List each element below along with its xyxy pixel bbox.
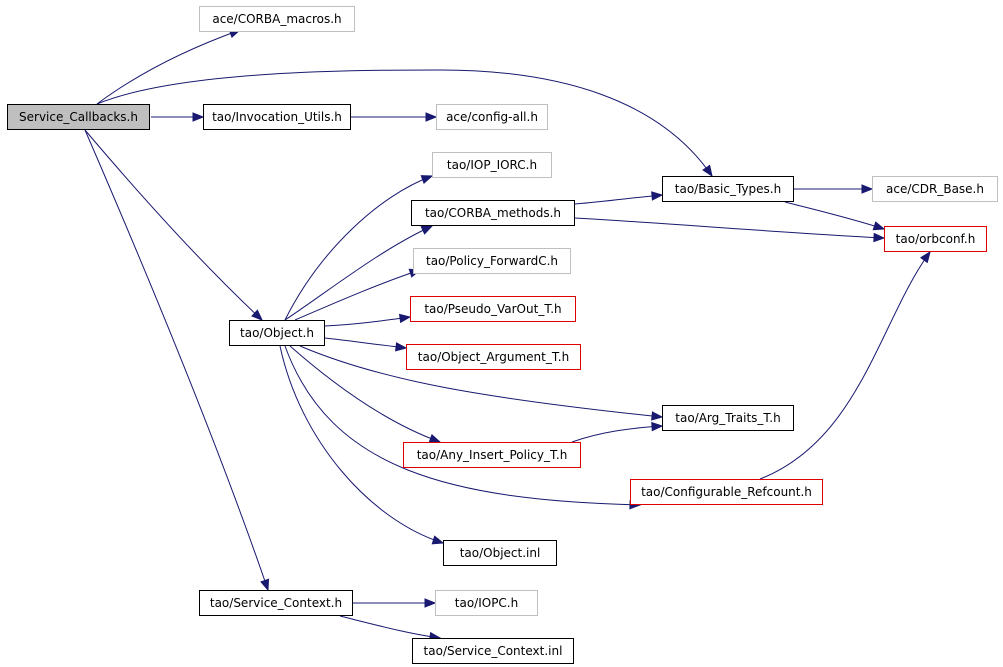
edge-arrowhead xyxy=(651,411,664,421)
edge-basic-types-to-orbconf xyxy=(784,201,886,231)
edge-arrowhead xyxy=(651,421,664,432)
edge-line xyxy=(84,129,269,591)
edge-arrowhead xyxy=(919,250,931,264)
edge-object-h-to-configurable-refcount xyxy=(284,345,642,510)
edge-line xyxy=(96,29,241,105)
edge-line xyxy=(759,251,931,480)
node-tao-basic-types[interactable]: tao/Basic_Types.h xyxy=(662,176,794,202)
edge-configurable-refcount-to-orbconf xyxy=(759,250,931,480)
node-tao-any-insert-policy[interactable]: tao/Any_Insert_Policy_T.h xyxy=(403,442,581,468)
edge-arrowhead xyxy=(398,313,412,324)
edge-service-context-h-to-iopc xyxy=(353,598,437,608)
edge-arrowhead xyxy=(420,225,434,235)
edge-arrowhead xyxy=(260,578,270,592)
edge-arrowhead xyxy=(873,232,886,243)
edge-object-h-to-object-argument xyxy=(324,337,408,352)
edge-service-callbacks-to-object-h xyxy=(84,129,263,321)
edge-line xyxy=(784,201,885,230)
edge-corba-methods-to-basic-types xyxy=(574,191,664,205)
node-ace-cdr-base: ace/CDR_Base.h xyxy=(872,176,998,202)
node-tao-object-argument[interactable]: tao/Object_Argument_T.h xyxy=(406,344,581,370)
edge-line xyxy=(279,345,444,544)
edge-line xyxy=(324,337,407,349)
edge-line xyxy=(574,217,885,239)
edge-line xyxy=(571,425,663,443)
edge-object-h-to-corba-methods xyxy=(284,225,434,321)
edge-service-callbacks-to-basic-types xyxy=(96,69,713,178)
node-tao-policy-forwardc: tao/Policy_ForwardC.h xyxy=(413,248,571,274)
edge-service-callbacks-to-service-context-h xyxy=(84,129,270,592)
edge-arrowhead xyxy=(424,598,437,608)
edge-any-insert-policy-to-arg-traits xyxy=(571,421,664,443)
edge-arrowhead xyxy=(861,184,874,194)
node-tao-iopc: tao/IOPC.h xyxy=(435,590,538,616)
edge-arrowhead xyxy=(651,191,664,201)
edge-service-callbacks-to-corba-macros xyxy=(96,29,242,105)
node-tao-pseudo-varout[interactable]: tao/Pseudo_VarOut_T.h xyxy=(410,296,576,322)
node-tao-arg-traits[interactable]: tao/Arg_Traits_T.h xyxy=(662,405,794,431)
edge-object-h-to-arg-traits xyxy=(299,345,664,421)
node-service-callbacks: Service_Callbacks.h xyxy=(7,104,150,130)
edge-arrowhead xyxy=(425,112,438,122)
edge-arrowhead xyxy=(431,535,445,545)
edge-arrowhead xyxy=(192,112,205,122)
edge-line xyxy=(339,615,441,639)
edge-line xyxy=(574,194,663,205)
edge-arrowhead xyxy=(395,342,408,352)
edge-line xyxy=(96,69,713,177)
edge-object-h-to-policy-forwardc xyxy=(294,268,422,321)
edge-line xyxy=(299,345,663,418)
edge-line xyxy=(284,225,433,321)
edge-line xyxy=(324,316,411,327)
edge-invocation-utils-to-config-all xyxy=(351,112,438,122)
edge-object-h-to-object-inl xyxy=(279,345,445,545)
edge-line xyxy=(84,129,263,321)
node-tao-object-h[interactable]: tao/Object.h xyxy=(229,320,325,346)
node-tao-iop-iorc: tao/IOP_IORC.h xyxy=(432,152,552,178)
edge-arrowhead xyxy=(872,221,886,231)
node-tao-service-context-h[interactable]: tao/Service_Context.h xyxy=(199,590,353,616)
edge-arrowhead xyxy=(702,164,713,178)
edge-object-h-to-iop-iorc xyxy=(284,175,434,321)
node-tao-service-context-inl[interactable]: tao/Service_Context.inl xyxy=(412,638,574,664)
edge-arrowhead xyxy=(251,309,263,321)
node-tao-invocation-utils[interactable]: tao/Invocation_Utils.h xyxy=(203,104,351,130)
edge-corba-methods-to-orbconf xyxy=(574,217,886,243)
edge-line xyxy=(284,175,433,321)
edge-service-context-h-to-service-context-inl xyxy=(339,615,442,642)
node-tao-configurable-refcount[interactable]: tao/Configurable_Refcount.h xyxy=(630,479,823,505)
edge-line xyxy=(289,345,441,443)
edge-basic-types-to-cdr-base xyxy=(794,184,874,194)
node-ace-corba-macros: ace/CORBA_macros.h xyxy=(199,6,355,32)
node-tao-orbconf[interactable]: tao/orbconf.h xyxy=(884,226,987,252)
edge-object-h-to-pseudo-varout xyxy=(324,313,412,327)
edge-arrowhead xyxy=(420,175,434,185)
node-tao-corba-methods[interactable]: tao/CORBA_methods.h xyxy=(411,200,575,226)
edge-service-callbacks-to-invocation-utils xyxy=(151,112,205,122)
edge-line xyxy=(294,269,421,321)
edge-line xyxy=(284,345,641,506)
node-ace-config-all: ace/config-all.h xyxy=(436,104,548,130)
node-tao-object-inl[interactable]: tao/Object.inl xyxy=(443,540,557,566)
